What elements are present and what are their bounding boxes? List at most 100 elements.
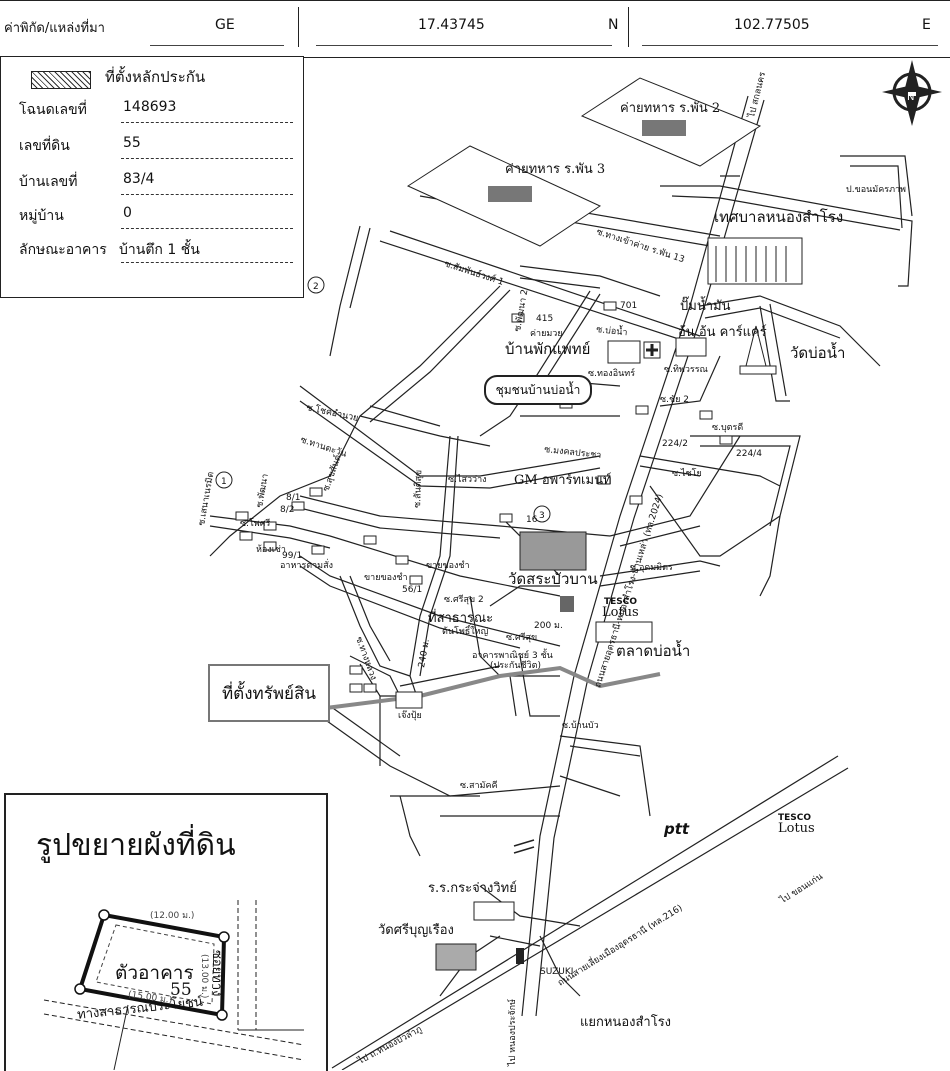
location-map: N 2 1 3 ค่ายทหาร ร.พัน 2 ค่ายทหาร ร.พัน …: [196, 60, 942, 1070]
house-number: 16: [526, 515, 538, 525]
asset-location-callout: ที่ตั้งทรัพย์สิน: [208, 664, 330, 722]
source-value: GE: [215, 17, 235, 33]
junction-label: แยกหนองสำโรง: [580, 1014, 671, 1030]
road-label: ซ.โพศรี: [240, 518, 270, 529]
road-break-icon: [513, 839, 535, 854]
house-number: 56/1: [402, 585, 422, 595]
house-number: 224/4: [736, 449, 762, 459]
source-underline: [150, 45, 284, 46]
latitude-dir: N: [608, 17, 619, 33]
road-label: ซ.ทางหลวง: [353, 636, 378, 682]
tesco-label-1: TESCO: [604, 597, 637, 607]
road-label: ซ.มงคลประชา: [544, 445, 602, 461]
community-label: ชุมชนบ้านบ่อน้ำ: [484, 375, 592, 405]
shop-label: อาคารพาณิชย์ 3 ชั้น: [472, 648, 553, 661]
wat-bonam-label: วัดบ่อน้ำ: [790, 342, 845, 362]
road-edge: [43, 1013, 305, 1061]
lotus-label-1: Lotus: [602, 605, 639, 620]
room-rental-label: ห้องเช่า: [256, 544, 286, 555]
house-number: 415: [536, 314, 553, 324]
road-label: ไป ขอนแก่น: [777, 871, 825, 906]
building-label: ตัวอาคาร: [115, 962, 194, 984]
road-label: ไป ถ.หนองบัวลำภู: [355, 1024, 423, 1067]
road-label: ป.ขอนมัครภาพ: [846, 185, 906, 195]
legend-row-village: หมู่บ้าน 0: [1, 199, 301, 229]
shop-sub-label: (ประกันชีวิต): [490, 660, 541, 671]
plot-corner-markers: [74, 909, 230, 1021]
road-label: ซ.สัมพันธ์วงศ์ 1: [443, 257, 505, 287]
longitude-value: 102.77505: [734, 17, 810, 33]
wat-sabua-label: วัดสระบัวบาน: [508, 570, 598, 588]
gas-station-icon: [675, 337, 707, 357]
boxing-label: ค่ายมวย: [530, 329, 563, 339]
compass-icon: [882, 60, 942, 126]
location-label: ค่าพิกัด/แหล่งที่มา: [4, 21, 105, 36]
grocery-label-1: ขายของชำ: [364, 572, 408, 583]
dimension-right: (13.00 ม.): [199, 954, 209, 999]
public-area-sub: ต้นโพธิ์ใหญ่: [442, 624, 489, 637]
road-label: ซ.บ้านบัว: [562, 720, 599, 731]
road-label: ซ.อุดมมิตร: [630, 562, 673, 573]
road-label: ซ.เสนาเนรมิต: [196, 471, 216, 527]
property-info-legend: ที่ตั้งหลักประกัน โฉนดเลขที่ 148693 เลขท…: [0, 56, 304, 298]
enlarged-plot-box: [4, 793, 328, 1071]
dimension-top: (12.00 ม.): [150, 911, 195, 921]
army-camp-3-label: ค่ายทหาร ร.พัน 3: [505, 162, 605, 177]
asset-building-icon: [395, 691, 423, 709]
restaurant-label: อาหารตามสั่ง: [280, 558, 333, 571]
road-label: ซ.บุตรดี: [712, 422, 743, 433]
latitude-value: 17.43745: [418, 17, 485, 33]
school-icon: [473, 901, 515, 921]
chengpui-label: เจ๊งปุ้ย: [398, 710, 422, 721]
road-label: ไป สกลนคร: [746, 71, 768, 120]
municipality-label: เทศบาลหนองสำโรง: [714, 208, 843, 226]
ptt-logo: ptt: [663, 820, 690, 838]
tank-icon: [642, 120, 686, 136]
road-label: ไป หนองประจักษ์: [506, 999, 518, 1067]
circle-markers: [215, 276, 551, 523]
house-number: 8/2: [280, 505, 294, 515]
grocery-label-2: ขายของชำ: [426, 560, 470, 571]
plot-number: 55: [170, 980, 192, 1000]
road-label: ซ.สันติสุข: [412, 470, 424, 508]
carcare-label: อ้น อ้น คาร์แคร์: [678, 324, 767, 340]
coordinate-bar: ค่าพิกัด/แหล่งที่มา GE 17.43745 N 102.77…: [0, 0, 950, 58]
lon-underline: [642, 45, 938, 46]
road-label: ซ.ศรีสุข: [506, 632, 537, 643]
road-edge: [43, 999, 305, 1046]
clinic-label: บ้านพักแพทย์: [505, 340, 590, 358]
longitude-dir: E: [922, 17, 931, 33]
hatch-swatch-icon: [31, 71, 91, 89]
bypass-road-label: ถนนสายเลี่ยงเมืองอุดรธานี (ทล.216): [555, 901, 685, 989]
house-icons: [235, 301, 733, 693]
compass-letter: N: [907, 92, 914, 103]
suzuki-label: SUZUKI: [540, 967, 573, 977]
legend-row-house-no: บ้านเลขที่ 83/4: [1, 165, 301, 195]
wat-sabua-icon: [519, 531, 587, 571]
public-area-label: ที่สาธารณะ: [428, 609, 493, 626]
road-label: ซ.ทางเข้าค่าย ร.พัน 13: [595, 226, 686, 265]
distance-label: 200 ม.: [534, 621, 563, 631]
tesco-label-2: TESCO: [778, 813, 811, 823]
main-road-edge-a: [521, 95, 749, 1017]
tank-icon: [488, 186, 532, 202]
legend-row-deed: โฉนดเลขที่ 148693: [1, 93, 301, 123]
marker-1: 1: [221, 477, 227, 487]
clinic-building-icon: [607, 340, 641, 364]
pointer-line: [113, 1004, 129, 1070]
lat-underline: [316, 45, 612, 46]
house-number: 8/1: [286, 493, 300, 503]
house-number: 99/1: [282, 551, 302, 561]
road-label: ซ.ไชโย: [672, 468, 702, 479]
house-number: 701: [620, 301, 637, 311]
bypass-road-edge-b: [341, 767, 849, 1070]
market-icon: [595, 621, 653, 643]
pagoda-base-icon: [739, 365, 777, 375]
municipality-building-icon: [707, 237, 803, 285]
house-number: 224/2: [662, 439, 688, 449]
collateral-label: ที่ตั้งหลักประกัน: [105, 68, 206, 86]
gm-apartment-label: GM อพาร์ทเมนท์: [514, 472, 612, 488]
gas-station-label: ปั๊มน้ำมัน: [680, 296, 731, 314]
plot-diagram: [43, 900, 305, 1070]
separator: [298, 7, 299, 47]
